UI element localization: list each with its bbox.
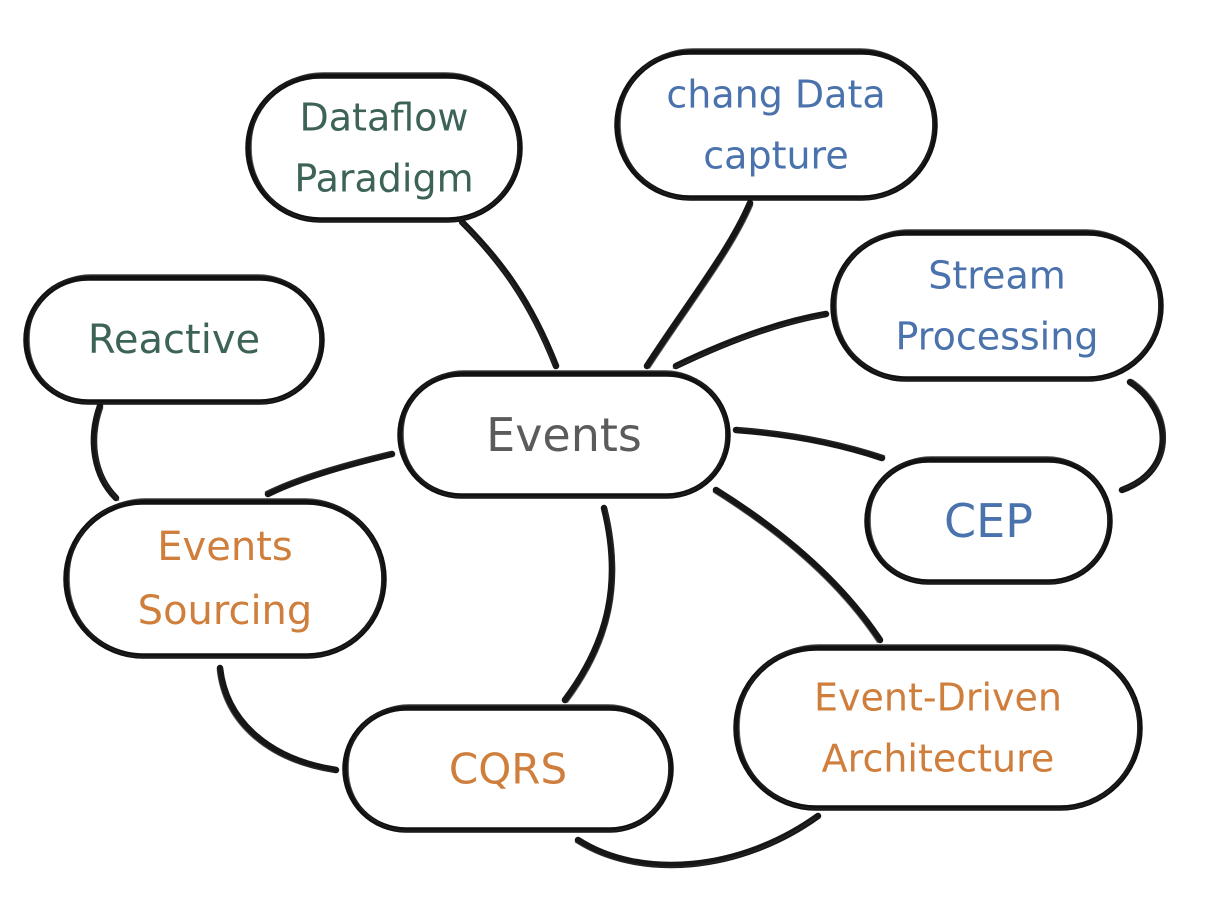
line-events-stream-sketch xyxy=(672,315,825,369)
node-events-border xyxy=(397,371,731,499)
node-change-data-capture-sketch xyxy=(619,48,934,200)
node-events-sourcing-border xyxy=(63,499,387,659)
node-reactive-sketch xyxy=(28,274,321,404)
line-events-cdc xyxy=(643,199,754,370)
node-cqrs-border xyxy=(342,705,674,833)
node-event-driven-architecture-sketch xyxy=(738,644,1139,810)
node-change-data-capture-border xyxy=(614,49,938,201)
node-cqrs: CQRS xyxy=(342,704,674,833)
node-dataflow-label-1: Dataflow xyxy=(300,96,469,140)
node-cqrs-sketch xyxy=(347,704,670,832)
node-reactive-label-1: Reactive xyxy=(88,317,260,363)
node-cep-border xyxy=(864,457,1113,585)
node-change-data-capture-label-1: chang Data xyxy=(666,73,885,117)
node-dataflow-border xyxy=(245,73,523,223)
node-change-data-capture-label-2: capture xyxy=(703,133,848,177)
line-events-sourcing xyxy=(264,450,396,498)
line-events-eda xyxy=(712,486,884,644)
line-cqrs-eda-sketch xyxy=(574,817,817,868)
line-events-cqrs xyxy=(561,504,616,704)
line-events-sourcing-sketch xyxy=(264,451,391,493)
line-events-stream xyxy=(672,310,830,370)
node-reactive-border xyxy=(23,275,325,405)
line-sourcing-cqrs xyxy=(216,664,340,774)
node-cqrs-label-1: CQRS xyxy=(449,745,567,794)
node-stream-processing-label-1: Stream xyxy=(928,254,1066,298)
node-stream-processing-border xyxy=(830,230,1164,382)
node-events-sourcing-label-1: Events xyxy=(157,524,292,570)
node-cep: CEP xyxy=(864,456,1113,585)
node-event-driven-architecture-border xyxy=(733,645,1143,811)
node-events-label-1: Events xyxy=(486,408,642,462)
node-event-driven-architecture-label-1: Event-Driven xyxy=(814,676,1062,720)
line-stream-cep-sketch xyxy=(1123,379,1167,489)
node-stream-processing-label-2: Processing xyxy=(896,314,1099,358)
line-events-cqrs-sketch xyxy=(566,509,616,703)
line-reactive-sourcing-sketch xyxy=(95,407,120,501)
node-events-sourcing-label-2: Sourcing xyxy=(138,588,313,634)
line-events-eda-sketch xyxy=(712,491,879,643)
line-events-dataflow-sketch xyxy=(458,219,555,365)
node-events-sourcing-sketch xyxy=(68,498,383,658)
node-dataflow-label-2: Paradigm xyxy=(294,156,473,200)
line-events-cep xyxy=(732,426,886,462)
node-events-sketch xyxy=(402,370,727,498)
node-events: Events xyxy=(397,370,731,499)
connector-lines xyxy=(90,199,1167,869)
line-events-cep-sketch xyxy=(737,427,886,457)
node-cep-label-1: CEP xyxy=(944,494,1033,548)
line-events-cdc-sketch xyxy=(648,204,754,369)
line-events-dataflow xyxy=(458,218,560,370)
line-sourcing-cqrs-sketch xyxy=(216,669,335,773)
node-dataflow-sketch xyxy=(250,72,519,222)
node-stream-processing-sketch xyxy=(835,229,1160,381)
line-stream-cep xyxy=(1118,378,1166,494)
node-change-data-capture: chang Data capture xyxy=(614,48,938,201)
node-reactive: Reactive xyxy=(23,274,325,405)
node-cep-sketch xyxy=(869,456,1109,584)
node-event-driven-architecture-label-2: Architecture xyxy=(822,736,1055,780)
